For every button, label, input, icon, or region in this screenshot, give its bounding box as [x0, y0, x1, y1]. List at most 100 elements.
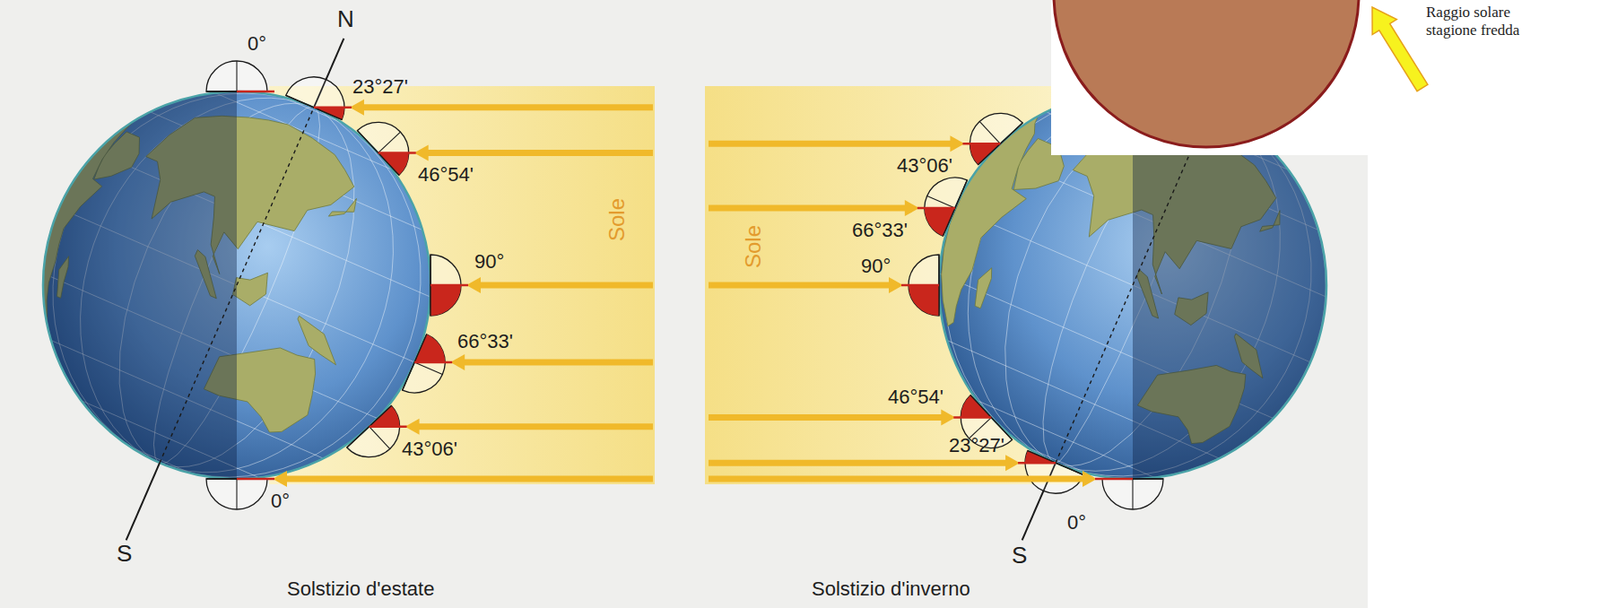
ray-line [369, 425, 408, 428]
protractor [402, 334, 446, 393]
angle-marker [962, 113, 1023, 165]
globe [43, 38, 431, 541]
protractor [969, 113, 1023, 165]
angle-marker [206, 478, 275, 510]
sun-ray [478, 282, 653, 289]
sun-ray [462, 358, 653, 366]
sun-ray [426, 149, 653, 157]
angle-marker [402, 334, 453, 393]
incidence-wedge [960, 395, 992, 418]
angle-label: 0° [270, 491, 290, 512]
sun-ray [708, 205, 907, 212]
angle-label-text: 0° [247, 32, 267, 55]
figure-caption: Solstizio d'inverno [811, 579, 971, 600]
earth-section [1053, 0, 1359, 148]
ray-line [414, 361, 453, 365]
ray-head [272, 470, 287, 487]
angle-label-text: 46°54' [417, 163, 474, 186]
continent [233, 272, 269, 306]
inset-note-text: Raggio solare stagione fredda [1426, 3, 1520, 39]
angle-label-text: 23°27' [352, 75, 409, 98]
earth-axis [1055, 107, 1210, 463]
angle-label-text: 0° [270, 489, 290, 513]
angle-label: 0° [1067, 513, 1087, 533]
angle-marker [286, 77, 352, 121]
sun-ray [362, 104, 653, 111]
sun-ray [708, 460, 1008, 467]
ray-line [953, 416, 992, 419]
angle-label: 90° [474, 252, 505, 272]
ray-line [917, 207, 956, 210]
figure-caption: Solstizio d'estate [286, 579, 435, 600]
angle-marker [1017, 451, 1084, 495]
globe-rim [43, 91, 431, 479]
ray-head [466, 277, 481, 294]
ray-line [1017, 461, 1056, 465]
ray-head [414, 144, 429, 161]
ray-head [405, 418, 420, 435]
pole-label-text: S [116, 539, 132, 567]
angle-marker [901, 254, 940, 316]
protractor [924, 177, 968, 236]
angle-marker [430, 254, 469, 316]
ray-line [430, 284, 469, 287]
angle-marker [347, 405, 408, 457]
protractor [1102, 478, 1164, 510]
incidence-wedge [430, 285, 461, 316]
ray-head [940, 409, 956, 427]
sun-label: Sole [742, 225, 765, 269]
angle-label: 0° [247, 34, 267, 54]
incidence-wedge [969, 143, 1000, 165]
ocean [43, 91, 431, 479]
normal-line [235, 478, 237, 510]
ray-line [901, 284, 940, 287]
figure-caption-text: Solstizio d'inverno [811, 577, 971, 600]
protractor [356, 121, 409, 175]
sun-ray [708, 414, 943, 421]
normal-line [979, 121, 1000, 144]
sun-label-text: Sole [740, 225, 766, 269]
angle-label: 43°06' [896, 156, 953, 176]
protractor [347, 405, 400, 457]
sun-ray [417, 423, 653, 430]
ray-line [236, 90, 275, 94]
sun-ray [708, 282, 891, 289]
normal-line [313, 79, 327, 108]
ray-head [949, 135, 965, 152]
normal-line [235, 60, 237, 92]
angle-label: 90° [860, 256, 891, 277]
ray-line [236, 478, 275, 481]
angle-label: 23°27' [948, 435, 1005, 456]
incidence-wedge [369, 405, 400, 427]
pole-label: S [1011, 543, 1027, 567]
ray-head [888, 277, 904, 294]
figure-caption-text: Solstizio d'estate [286, 577, 435, 600]
normal-line [369, 426, 391, 450]
incidence-wedge [924, 208, 956, 236]
sun-label-text: Sole [604, 198, 629, 242]
angle-label: 46°54' [417, 165, 474, 185]
continent [328, 198, 357, 217]
ray-line [313, 106, 352, 110]
protractor [206, 60, 268, 92]
continent [941, 116, 1038, 326]
protractor [1025, 451, 1084, 495]
angle-label-text: 46°54' [887, 385, 944, 409]
angle-label: 23°27' [352, 77, 409, 97]
normal-line [927, 196, 956, 209]
ray-line [378, 151, 417, 155]
continent [974, 268, 992, 309]
ray-line [962, 142, 1000, 146]
angle-marker [917, 177, 968, 236]
angle-label-text: 90° [860, 254, 891, 278]
ray-head [1005, 454, 1020, 471]
angle-label: 46°54' [887, 387, 944, 408]
angle-label-text: 43°06' [896, 154, 953, 177]
ray-head [1082, 470, 1097, 487]
ray-head [904, 200, 920, 217]
sun-label: Sole [606, 198, 628, 242]
sun-ray [285, 476, 653, 483]
normal-line [1131, 478, 1133, 510]
